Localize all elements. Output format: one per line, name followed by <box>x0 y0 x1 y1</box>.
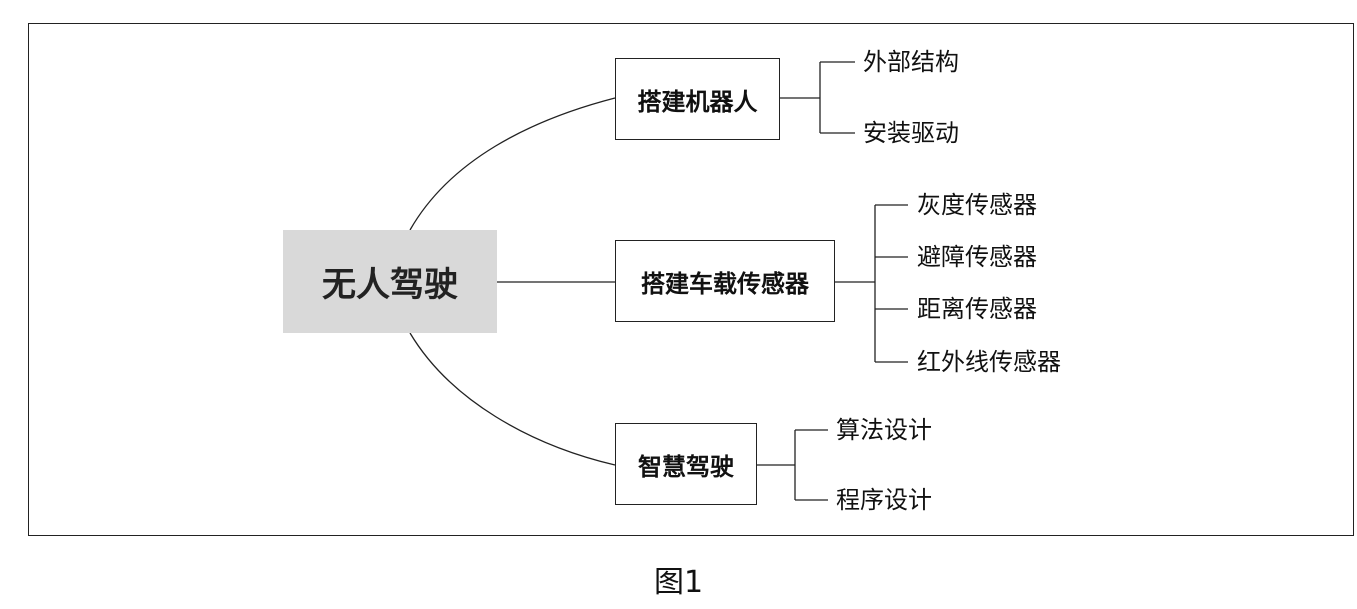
leaf-node: 灰度传感器 <box>917 191 1037 219</box>
connector-root-branch-3 <box>409 332 616 466</box>
root-node: 无人驾驶 <box>283 230 497 333</box>
branch-node-2: 搭建车载传感器 <box>615 240 835 322</box>
leaf-node: 算法设计 <box>836 416 932 444</box>
diagram-frame <box>28 23 1354 536</box>
leaf-node: 避障传感器 <box>917 243 1037 271</box>
branch-node-3: 智慧驾驶 <box>615 423 757 505</box>
leaf-node: 安装驱动 <box>863 119 959 147</box>
leaf-node: 红外线传感器 <box>917 348 1061 376</box>
figure-caption: 图1 <box>653 565 704 600</box>
connector-root-branch-1 <box>409 97 616 231</box>
leaf-node: 距离传感器 <box>917 295 1037 323</box>
leaf-node: 程序设计 <box>836 486 932 514</box>
leaf-node: 外部结构 <box>863 48 959 76</box>
branch-node-1: 搭建机器人 <box>615 58 780 140</box>
